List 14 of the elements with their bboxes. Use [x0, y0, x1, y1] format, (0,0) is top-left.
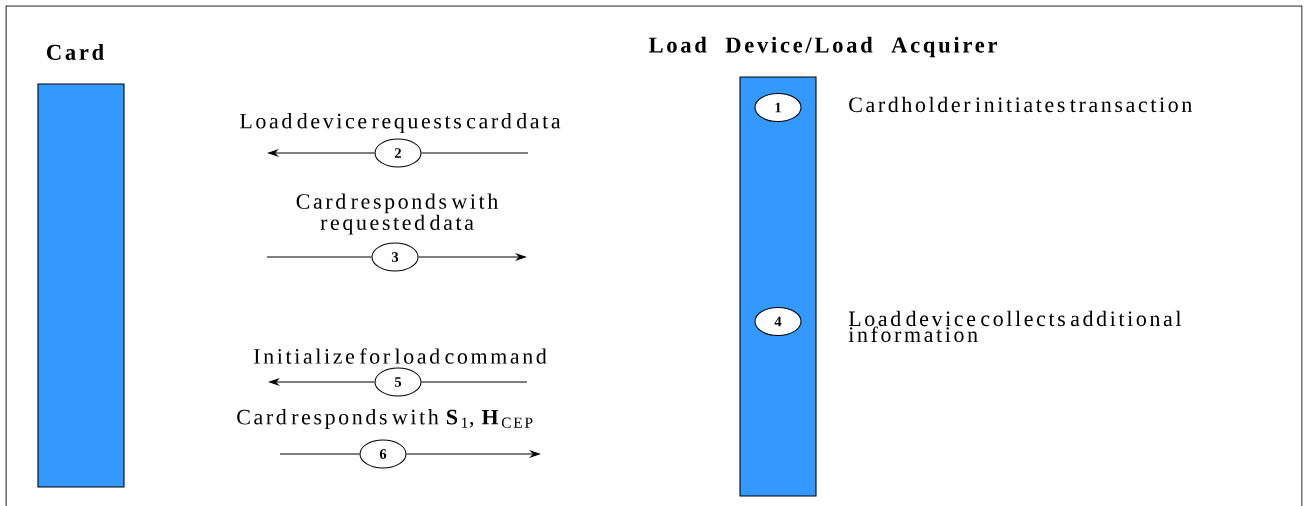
column-heading: Card [46, 44, 104, 60]
step-number: 1 [754, 92, 802, 122]
step-number: 6 [359, 439, 407, 469]
step-description: Load device collects additional information [848, 310, 1182, 343]
step-number: 3 [371, 242, 419, 272]
message-label: Initialize for load command [254, 348, 547, 364]
step-number: 4 [754, 306, 802, 336]
step-number: 5 [374, 367, 422, 397]
message-label: Load device requests card data [240, 113, 561, 133]
message-label: Card responds with S$_{1}$, H$_{CEP}$ [237, 409, 533, 429]
step-number: 2 [374, 138, 422, 168]
column-heading: Load Device/Load Acquirer [648, 36, 997, 58]
step-description: Cardholder initiates transaction [849, 96, 1192, 113]
message-label: Card responds with requested data [296, 193, 498, 235]
